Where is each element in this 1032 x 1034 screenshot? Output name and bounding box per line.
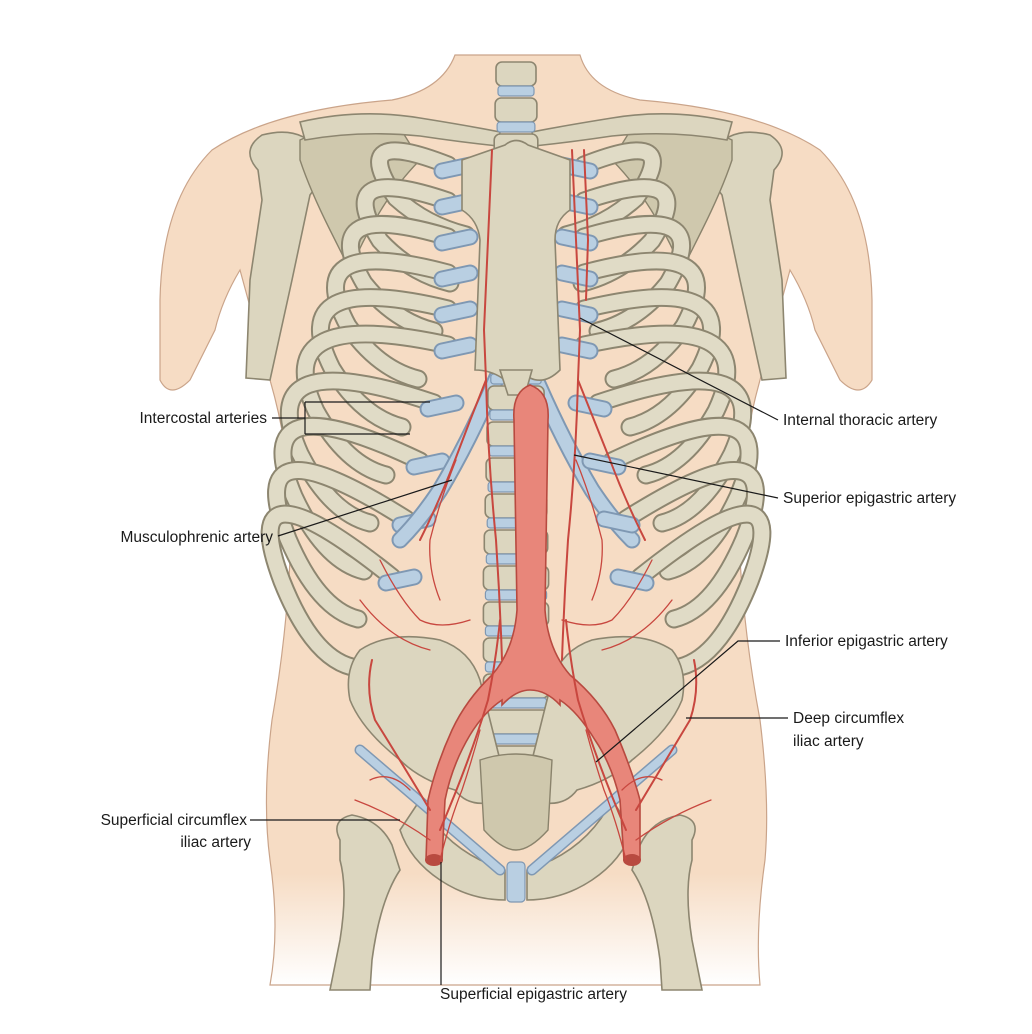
superficial-circumflex-left	[635, 799, 712, 841]
costal-cartilage-inner	[435, 230, 477, 250]
label-superficial-circumflex-line1: Superficial circumflex	[101, 812, 248, 829]
abdominal-branch	[369, 776, 411, 791]
vertebra	[495, 61, 537, 87]
left-femur	[631, 814, 703, 991]
ribs-right	[260, 141, 641, 677]
left-femoral-artery-cut	[623, 854, 641, 866]
rib-inner	[632, 506, 770, 675]
costal-cartilage-inner	[555, 302, 597, 322]
leader-inferior-epigastric	[595, 640, 780, 763]
internal-thoracic-artery-left	[571, 149, 646, 541]
abdominal-branch	[575, 459, 603, 601]
costal-cartilage-inner	[555, 338, 597, 358]
rib-inner	[262, 506, 400, 675]
vertebra	[494, 97, 538, 123]
costal-cartilage-inner	[435, 302, 477, 322]
intervertebral-disc	[497, 85, 535, 97]
right-femoral-artery-cut	[425, 854, 443, 866]
abdominal-branch	[561, 559, 653, 626]
label-deep-circumflex-line1: Deep circumflex	[793, 710, 904, 727]
label-superficial-circumflex-line2: iliac artery	[180, 834, 251, 851]
leader-internal-thoracic	[579, 317, 779, 421]
inferior-epigastric-left	[565, 619, 627, 831]
abdominal-branch	[601, 599, 673, 651]
deep-circumflex-left	[635, 659, 698, 811]
left-inguinal-ligament-inner	[528, 746, 676, 874]
abdominal-branch	[359, 599, 431, 651]
label-internal-thoracic-artery: Internal thoracic artery	[783, 412, 937, 429]
costal-cartilage-inner	[597, 512, 639, 532]
label-musculophrenic-artery: Musculophrenic artery	[121, 529, 274, 546]
leader-superior-epigastric	[573, 454, 779, 499]
costal-cartilage-inner	[569, 396, 611, 416]
ribs-left	[553, 141, 772, 677]
costal-cartilage-inner	[435, 266, 477, 286]
sacrum	[479, 753, 553, 851]
costal-cartilage-inner	[379, 570, 421, 590]
inferior-epigastric-right	[439, 619, 501, 831]
costal-margin-inner	[393, 363, 507, 547]
leader-lines	[250, 317, 788, 985]
costal-cartilage-inner	[421, 396, 463, 416]
label-superficial-epigastric-artery: Superficial epigastric artery	[440, 986, 627, 1003]
internal-thoracic-artery-left-2	[583, 149, 590, 301]
internal-thoracic-artery-right	[419, 149, 493, 541]
costal-cartilage-inner	[435, 338, 477, 358]
right-femur	[329, 814, 401, 991]
labels: Intercostal arteries Musculophrenic arte…	[101, 410, 957, 1003]
abdominal-branch	[621, 776, 663, 791]
abdominal-branch	[379, 559, 471, 626]
superficial-circumflex-right	[354, 799, 431, 841]
label-superior-epigastric-artery: Superior epigastric artery	[783, 490, 956, 507]
label-intercostal-arteries: Intercostal arteries	[140, 410, 268, 427]
pubic-symphysis	[506, 861, 526, 903]
costal-cartilage-inner	[555, 266, 597, 286]
leader-intercostal	[272, 401, 430, 435]
superficial-epigastric-right	[439, 729, 481, 861]
leader-musculophrenic	[277, 479, 453, 537]
label-inferior-epigastric-artery: Inferior epigastric artery	[785, 633, 948, 650]
superficial-epigastric-left	[585, 729, 627, 861]
artery-network	[354, 149, 712, 861]
label-deep-circumflex-line2: iliac artery	[793, 733, 864, 750]
costal-cartilage-inner	[407, 454, 449, 474]
costal-cartilage-inner	[611, 570, 653, 590]
abdominal-aorta	[425, 384, 641, 861]
intervertebral-disc	[496, 121, 536, 133]
deep-circumflex-right	[368, 659, 431, 811]
